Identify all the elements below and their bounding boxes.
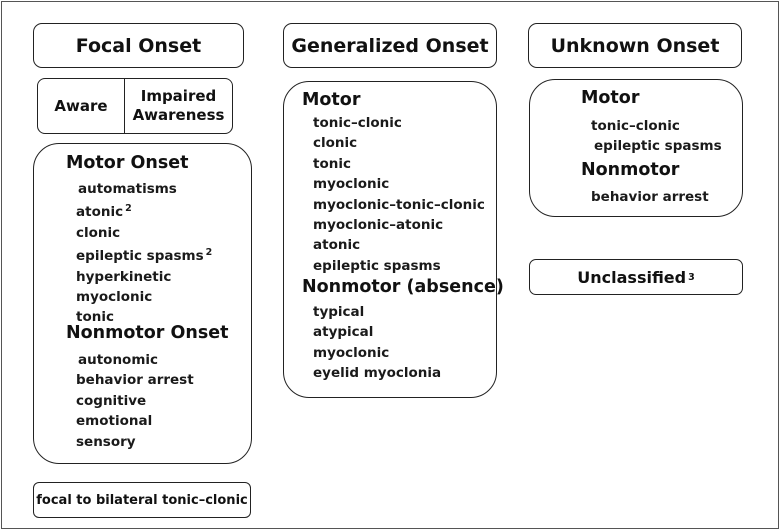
- list-item: behavior arrest: [76, 372, 194, 389]
- focal-nonmotor-list: autonomic behavior arrest cognitive emot…: [76, 350, 194, 452]
- list-item: myoclonic: [313, 176, 390, 193]
- focal-to-bilateral-box: focal to bilateral tonic–clonic: [33, 482, 251, 518]
- unknown-motor-list: tonic–clonic epileptic spasms: [591, 116, 722, 157]
- list-item: cognitive: [76, 392, 147, 409]
- focal-nonmotor-heading: Nonmotor Onset: [66, 323, 229, 343]
- generalized-onset-title: Generalized Onset: [283, 23, 497, 68]
- footnote-marker: 3: [688, 271, 695, 283]
- impaired-label-line2: Awareness: [132, 106, 225, 124]
- list-item: tonic: [76, 309, 114, 326]
- aware-cell: Aware: [38, 79, 125, 133]
- list-item: sensory: [76, 433, 136, 450]
- generalized-nonmotor-list: typical atypical myoclonic eyelid myoclo…: [313, 302, 441, 384]
- list-item: behavior arrest: [591, 189, 709, 205]
- list-item: clonic: [76, 224, 121, 241]
- list-item: myoclonic: [76, 289, 153, 306]
- unknown-nonmotor-list: behavior arrest: [591, 187, 709, 207]
- footnote-marker: 2: [205, 247, 213, 259]
- aware-label: Aware: [54, 96, 108, 115]
- unclassified-label: Unclassified: [577, 267, 687, 287]
- generalized-motor-heading: Motor: [302, 90, 361, 110]
- awareness-box: Aware Impaired Awareness: [37, 78, 233, 134]
- focal-motor-heading: Motor Onset: [66, 153, 189, 173]
- list-item: epileptic spasms: [313, 257, 441, 274]
- list-item: automatisms: [78, 181, 177, 197]
- list-item: typical: [313, 304, 365, 320]
- list-item: myoclonic–tonic–clonic: [313, 196, 485, 213]
- list-item: tonic–clonic: [591, 118, 680, 134]
- unknown-onset-title: Unknown Onset: [528, 23, 742, 68]
- list-item: eyelid myoclonia: [313, 365, 442, 382]
- list-item: myoclonic–atonic: [313, 217, 444, 234]
- list-item: tonic: [313, 155, 351, 172]
- focal-to-bilateral-label: focal to bilateral tonic–clonic: [36, 492, 248, 508]
- list-item: atonic: [313, 237, 361, 254]
- impaired-awareness-cell: Impaired Awareness: [125, 79, 232, 133]
- generalized-nonmotor-heading: Nonmotor (absence): [302, 277, 504, 297]
- impaired-label-line1: Impaired: [140, 87, 217, 105]
- unknown-nonmotor-heading: Nonmotor: [581, 160, 680, 180]
- list-item: atypical: [313, 324, 374, 341]
- unknown-onset-title-text: Unknown Onset: [550, 34, 720, 57]
- unknown-motor-heading: Motor: [581, 88, 640, 108]
- list-item: hyperkinetic: [76, 268, 172, 285]
- focal-onset-title-text: Focal Onset: [75, 34, 202, 57]
- unknown-onset-box: Motor tonic–clonic epileptic spasms Nonm…: [529, 79, 743, 217]
- list-item: emotional: [76, 413, 153, 430]
- generalized-onset-title-text: Generalized Onset: [291, 34, 489, 57]
- list-item: clonic: [313, 135, 358, 152]
- footnote-marker: 2: [125, 203, 132, 215]
- list-item: tonic–clonic: [313, 115, 402, 131]
- generalized-motor-list: tonic–clonic clonic tonic myoclonic myoc…: [313, 113, 485, 276]
- generalized-onset-box: Motor tonic–clonic clonic tonic myocloni…: [283, 81, 504, 398]
- list-item: epileptic spasms: [594, 138, 722, 155]
- list-item: myoclonic: [313, 344, 390, 361]
- focal-onset-title: Focal Onset: [33, 23, 244, 68]
- list-item: autonomic: [78, 352, 159, 368]
